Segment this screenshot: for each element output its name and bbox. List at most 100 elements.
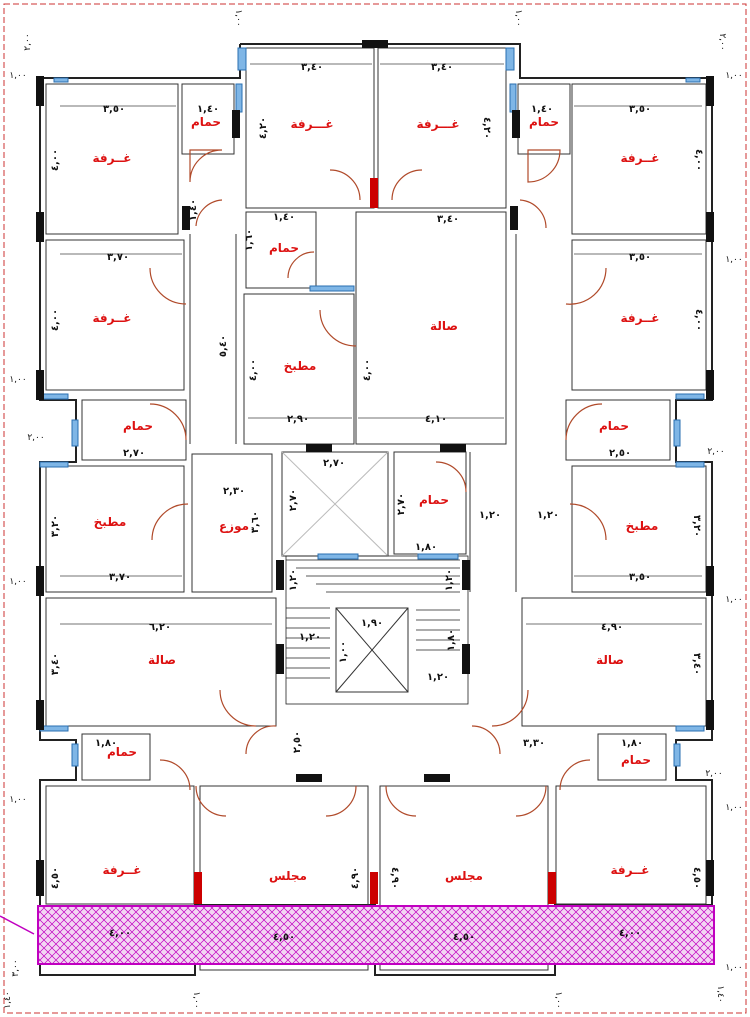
dim-label: ٤,٠٠ xyxy=(619,928,641,939)
dim-label: ٣,٣٠ xyxy=(523,738,545,749)
plot-boundary xyxy=(3,3,747,1014)
label-bath-center-top: حمام xyxy=(269,241,299,256)
label-kitchen-left: مطبخ xyxy=(94,515,127,529)
dim-label: ٢,٧٠ xyxy=(123,448,145,459)
edge-label: ٢,٠٠ xyxy=(23,33,33,50)
dim-label: ٤,٠٠ xyxy=(109,928,131,939)
edge-label: ١,٤٠ xyxy=(715,985,725,1002)
dim-label: ٢,٥٠ xyxy=(292,731,303,753)
dim-label: ٣,٥٠ xyxy=(629,572,651,583)
dim-label: ١,٤٠ xyxy=(531,104,553,115)
dim-label: ٣,٧٠ xyxy=(107,252,129,263)
dim-label: ٢,٧٠ xyxy=(323,458,345,469)
balcony-band xyxy=(0,905,715,965)
label-bath-left-mid: حمام xyxy=(123,419,153,434)
columns xyxy=(36,40,714,904)
dim-label: ١,٨٠ xyxy=(95,738,117,749)
dim-label: ٣,٤٠ xyxy=(50,653,61,675)
dim-label: ٤,٠٠ xyxy=(50,149,61,171)
dim-label: ١,٢٠ xyxy=(537,510,559,521)
label-hall-right: صالة xyxy=(596,653,624,667)
room-labels: غــرفة غـــرفة غـــرفة غــرفة غــرفة غــ… xyxy=(93,115,660,883)
label-room-left-second: غــرفة xyxy=(93,311,132,325)
label-bath-top-right: حمام xyxy=(529,115,559,130)
dim-label: ١,٠٠ xyxy=(338,641,349,663)
dim-label: ١,٦٠ xyxy=(244,229,255,251)
dim-label: ١,٨٠ xyxy=(621,738,643,749)
label-bath-center-mid: حمام xyxy=(419,493,449,508)
edge-label: ١,٠٠ xyxy=(553,991,563,1008)
edge-label: ٣,٠٠ xyxy=(11,959,21,976)
label-room-top-left-corner: غــرفة xyxy=(93,151,132,165)
dim-label: ٢,٣٠ xyxy=(223,486,245,497)
label-majlis-right: مجلس xyxy=(445,869,483,883)
label-bath-bottom-left: حمام xyxy=(107,745,137,760)
edge-label: ١,٠٠ xyxy=(9,375,26,385)
edge-label: ١,٠٠ xyxy=(725,71,742,81)
label-room-right-second: غــرفة xyxy=(621,311,660,325)
edge-label: ١,٠٠ xyxy=(725,803,742,813)
dim-label: ١,٤٠ xyxy=(273,212,295,223)
dim-label: ٤,٥٠ xyxy=(691,867,702,889)
dim-label: ٢,٥٠ xyxy=(609,448,631,459)
dimension-lines xyxy=(60,63,702,625)
dim-label: ٤,٠٠ xyxy=(248,359,259,381)
dim-label: ٤,٥٠ xyxy=(453,932,475,943)
edge-label: ١,٠٠ xyxy=(191,991,201,1008)
edge-label: ١,٠٠ xyxy=(513,9,523,26)
edge-label: ١,٠٠ xyxy=(725,595,742,605)
label-majlis-left: مجلس xyxy=(269,869,307,883)
dim-label: ٣,٧٠ xyxy=(109,572,131,583)
edge-label: ٢,٠٠ xyxy=(27,433,44,443)
dim-label: ٦,٢٠ xyxy=(149,622,171,633)
label-room-top-right: غـــرفة xyxy=(416,117,459,131)
dim-label: ١,٨٠ xyxy=(446,629,457,651)
dim-label: ٣,٥٠ xyxy=(103,104,125,115)
dim-label: ٤,١٠ xyxy=(425,414,447,425)
doors xyxy=(149,149,607,817)
label-room-bottom-right: غــرفة xyxy=(611,863,650,877)
dim-label: ٣,٤٠ xyxy=(437,214,459,225)
dim-label: ٣,٢٠ xyxy=(50,515,61,537)
dim-label: ١,٢٠ xyxy=(479,510,501,521)
dim-label: ١,٩٠ xyxy=(361,618,383,629)
label-bath-right-mid: حمام xyxy=(599,419,629,434)
edge-label: ١,٠٠ xyxy=(725,963,742,973)
dim-label: ٤,٠٠ xyxy=(693,149,704,171)
dim-label: ١,٤٠ xyxy=(188,199,199,221)
dim-label: ٤,٢٠ xyxy=(481,117,492,139)
dimension-labels: ٣,٤٠ ٣,٤٠ ٣,٥٠ ٣,٥٠ ١,٤٠ ١,٤٠ ٤,٢٠ ٤,٢٠ … xyxy=(50,62,704,943)
dim-label: ٣,٤٠ xyxy=(301,62,323,73)
interior-walls xyxy=(45,47,707,971)
windows xyxy=(39,47,705,767)
elevator-shaft xyxy=(281,451,409,693)
dim-label: ١,٢٠ xyxy=(299,632,321,643)
dim-label: ٣,٤٠ xyxy=(431,62,453,73)
label-distributor: موزع xyxy=(219,519,249,534)
label-kitchen-center: مطبخ xyxy=(284,359,317,373)
edge-label: ٢,٠٠ xyxy=(707,447,724,457)
dim-label: ١,٢٠ xyxy=(444,569,455,591)
dim-label: ٣,٤٠ xyxy=(691,653,702,675)
dim-label: ٤,٩٠ xyxy=(601,622,623,633)
label-bath-top-left: حمام xyxy=(191,115,221,130)
dim-label: ١,٢٠ xyxy=(288,569,299,591)
edge-label: ١,٠٠ xyxy=(9,577,26,587)
dim-label: ٤,٠٠ xyxy=(693,309,704,331)
label-room-bottom-left: غــرفة xyxy=(103,863,142,877)
label-room-top-right-corner: غــرفة xyxy=(621,151,660,165)
edge-label: ١,٠٠ xyxy=(9,71,26,81)
dim-label: ٤,٥٠ xyxy=(50,867,61,889)
edge-label: ٢,٠٠ xyxy=(717,33,727,50)
dim-label: ١,٨٠ xyxy=(415,542,437,553)
dim-label: ٤,٩٠ xyxy=(389,867,400,889)
label-kitchen-right: مطبخ xyxy=(626,519,659,533)
label-hall-left: صالة xyxy=(148,653,176,667)
dim-label: ٤,٠٠ xyxy=(362,359,373,381)
dim-label: ٢,٧٠ xyxy=(396,493,407,515)
dim-label: ١,٢٠ xyxy=(427,672,449,683)
edge-label: ١,٠٠ xyxy=(233,9,243,26)
dim-label: ٤,٠٠ xyxy=(50,309,61,331)
dim-label: ٣,٢٠ xyxy=(691,515,702,537)
edge-labels: ٢,٠٠ ١,٠٠ ١,٠٠ ٢,٠٠ ١,٠٠ ١,٠٠ ٣,٠٠ ١,٤٠ … xyxy=(3,9,743,1008)
